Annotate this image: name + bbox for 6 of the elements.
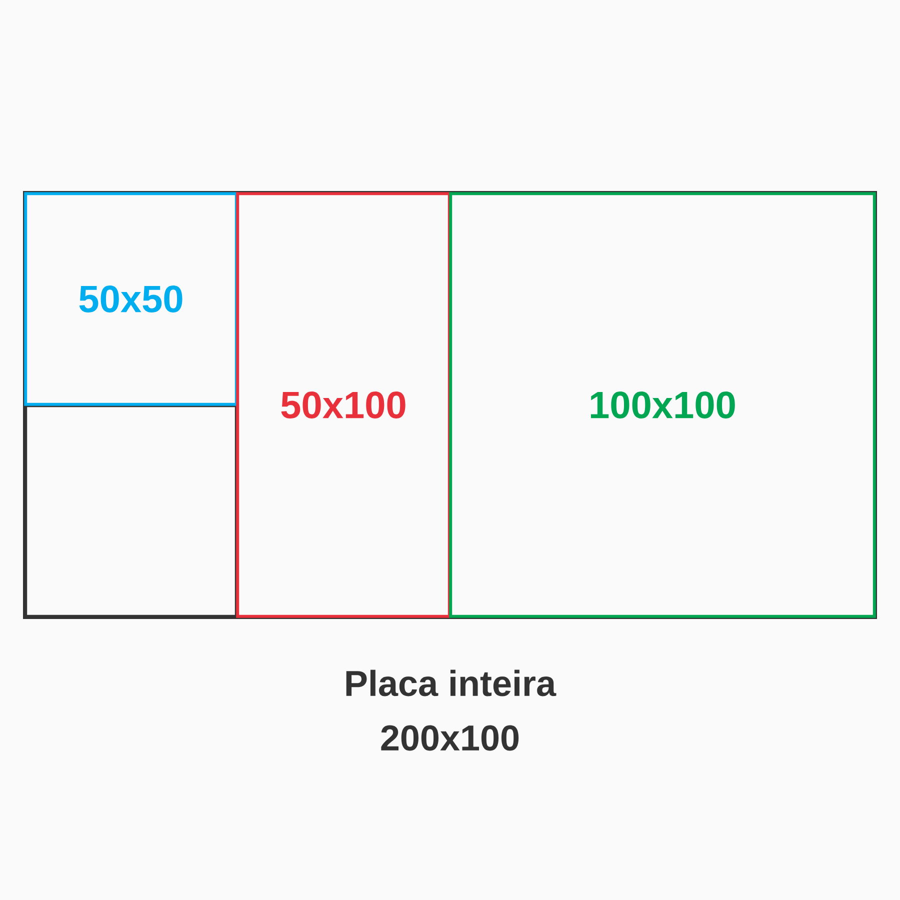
piece-box: 50x50 <box>24 192 238 406</box>
piece-box: 100x100 <box>449 192 876 618</box>
caption-text: 200x100 <box>381 725 519 751</box>
empty-piece-box <box>24 404 238 618</box>
piece-box: 50x100 <box>236 192 451 618</box>
caption-text: Placa inteira <box>346 670 556 696</box>
